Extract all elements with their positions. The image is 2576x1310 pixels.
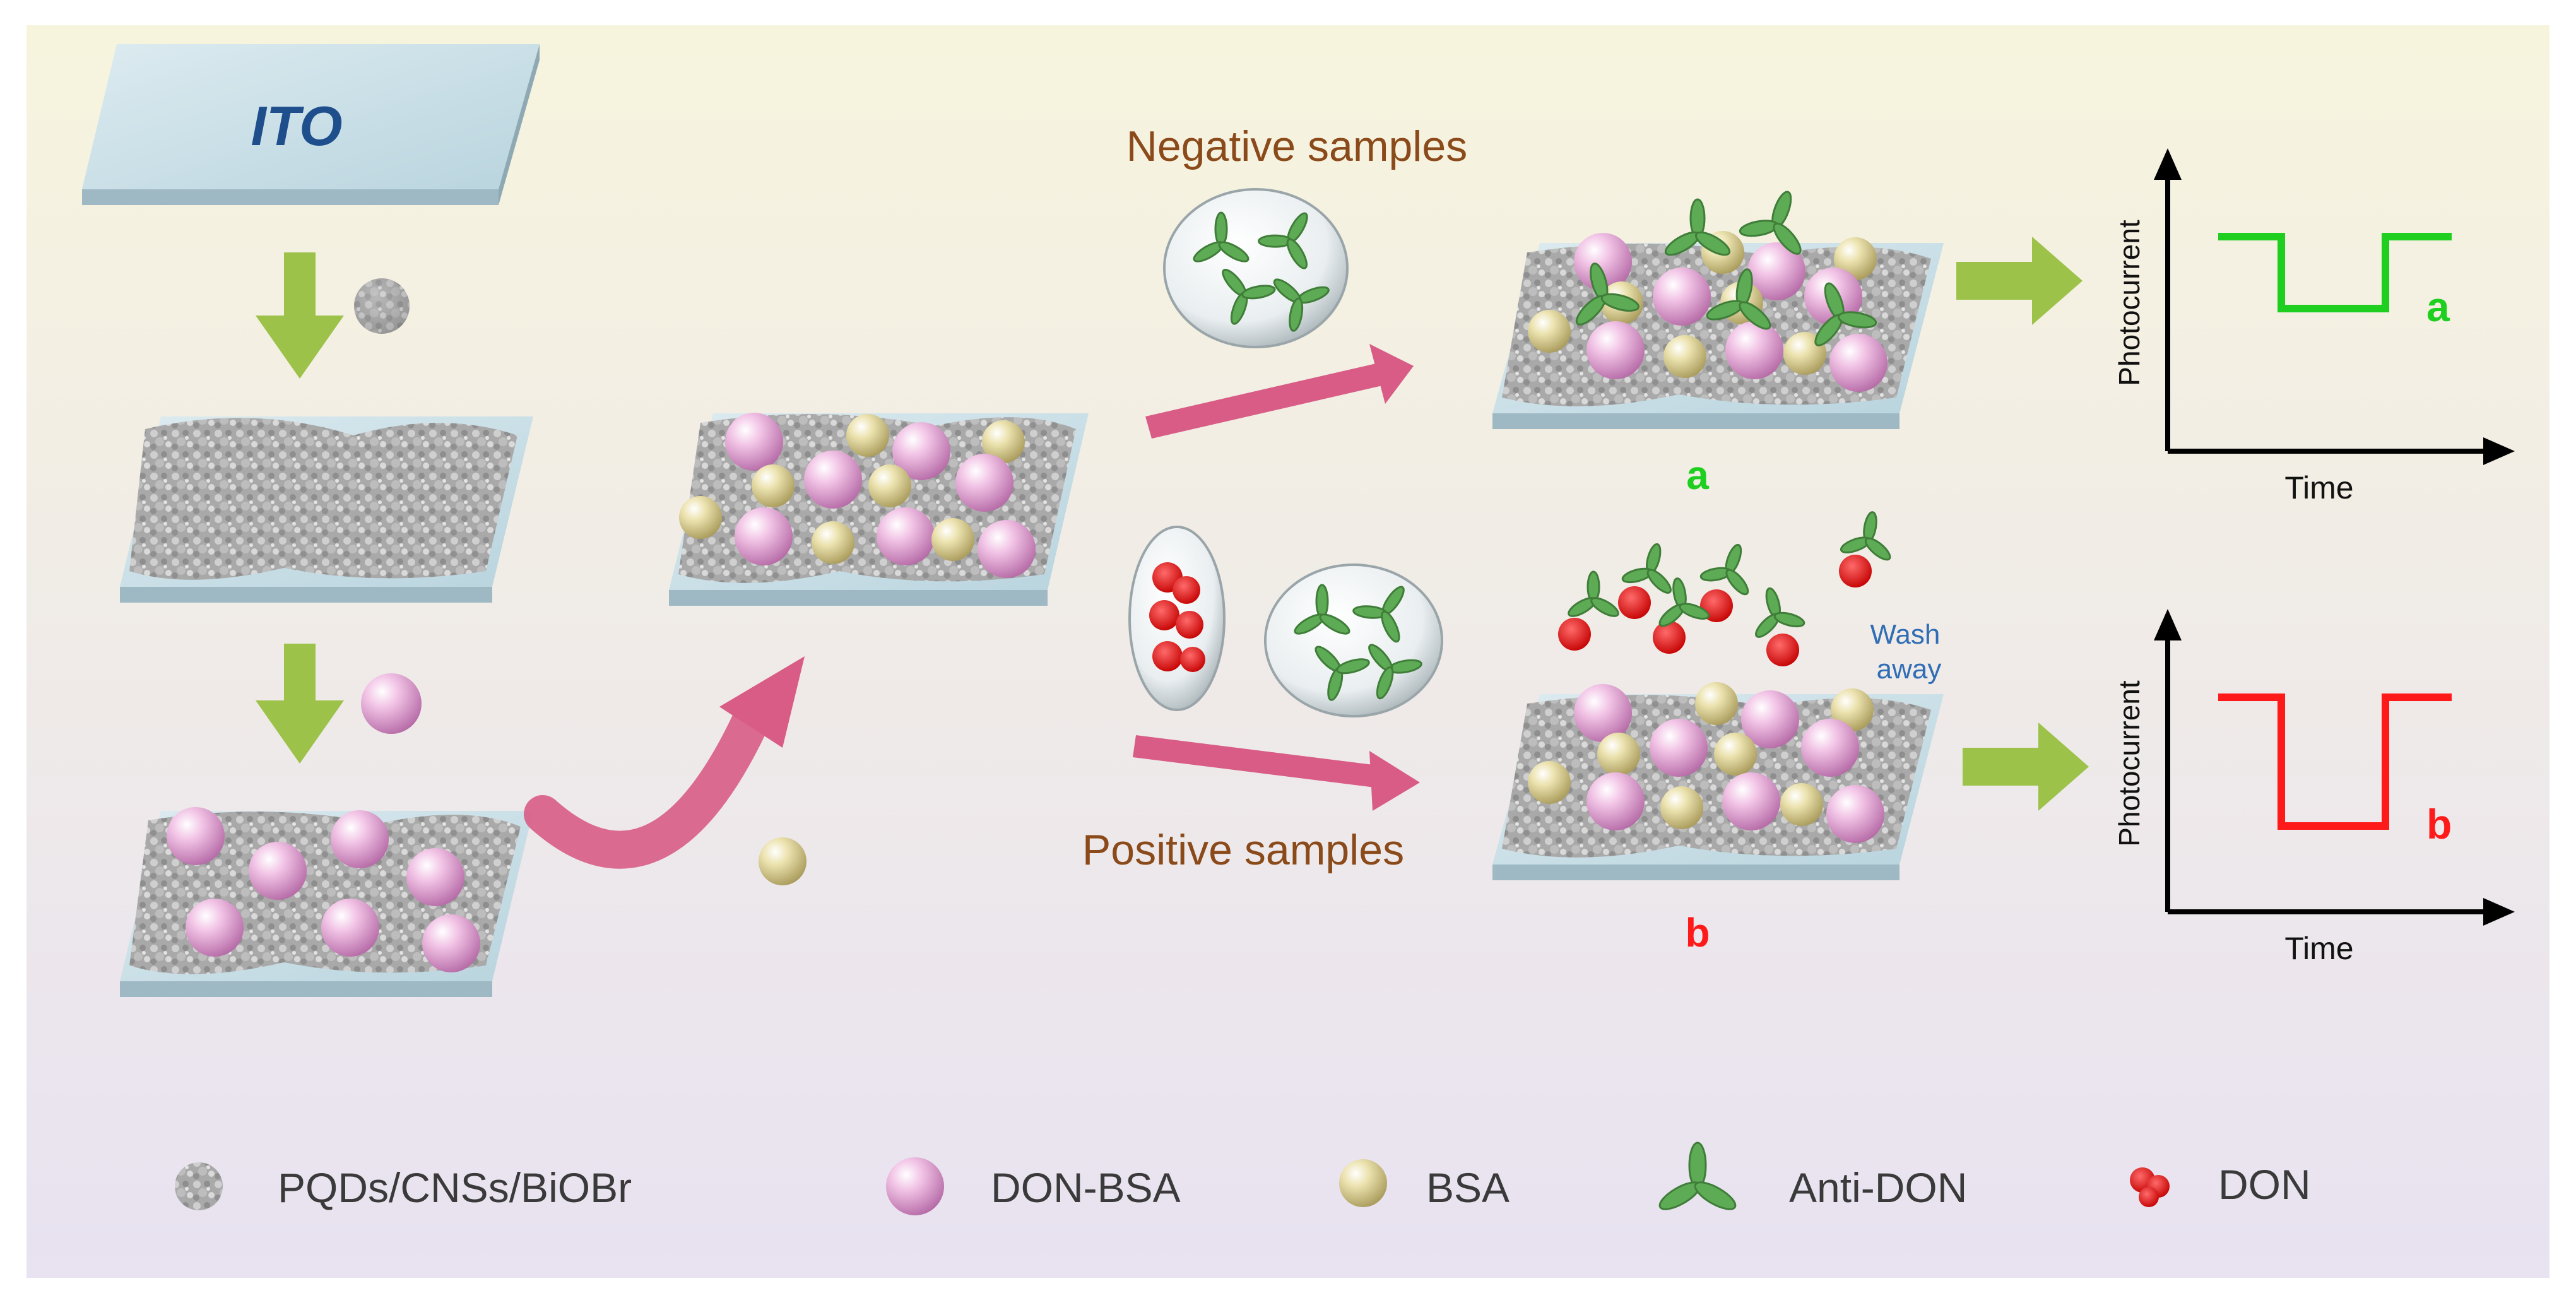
graph-tag-label: a (2426, 283, 2450, 330)
graph-arrow-b (1963, 723, 2089, 811)
legend-item-don: DON (2130, 1161, 2311, 1208)
negative-path-arrow (1145, 344, 1414, 439)
photocurrent-trace (2218, 233, 2452, 312)
positive-path-arrow (1133, 735, 1420, 811)
don-bsa-sphere-icon (361, 673, 422, 734)
legend-label-pqds: PQDs/CNSs/BiOBr (278, 1164, 632, 1211)
pqds-cluster-icon (175, 1162, 223, 1210)
electrode-a-plate (1492, 191, 1944, 429)
legend-label-don-bsa: DON-BSA (991, 1164, 1181, 1211)
bsa-sphere-icon (1339, 1159, 1387, 1207)
x-axis-label: Time (2284, 470, 2353, 505)
pqds-cluster-icon (354, 278, 410, 334)
electrode-a-label: a (1686, 452, 1709, 498)
x-axis-label: Time (2284, 931, 2353, 966)
legend-label-bsa: BSA (1426, 1164, 1510, 1211)
process-arrow-1 (256, 252, 344, 379)
bsa-sphere-icon (759, 837, 806, 885)
wash-away-label: Wash away (1870, 619, 1947, 685)
legend-label-anti-don: Anti-DON (1789, 1164, 1967, 1211)
curved-transfer-arrow (524, 656, 805, 869)
pqds-coated-plate (120, 416, 533, 603)
legend-item-bsa: BSA (1339, 1159, 1510, 1211)
don-icon (2130, 1167, 2170, 1207)
graph-tag-label: b (2426, 801, 2452, 847)
y-axis-arrowhead (2154, 609, 2182, 640)
ito-label: ITO (251, 95, 342, 157)
don-bsa-sphere-icon (886, 1157, 944, 1215)
negative-samples-label: Negative samples (1126, 122, 1467, 170)
negative-sample-bubble (1163, 188, 1349, 348)
photocurrent-trace (2218, 693, 2452, 830)
y-axis-label: Photocurrent (2113, 680, 2146, 847)
legend: PQDs/CNSs/BiOBr DON-BSA BSA Anti-DON DON (175, 1142, 2311, 1215)
legend-item-don-bsa: DON-BSA (886, 1157, 1181, 1215)
legend-item-pqds: PQDs/CNSs/BiOBr (175, 1162, 632, 1211)
process-arrow-2 (256, 644, 344, 764)
legend-label-don: DON (2218, 1161, 2311, 1208)
x-axis-arrowhead (2483, 898, 2515, 926)
don-bsa-modified-plate (120, 807, 533, 997)
ito-plate: ITO (82, 44, 540, 205)
blocked-electrode-plate (669, 413, 1089, 606)
don-sample-bubble (1128, 526, 1226, 711)
positive-samples-label: Positive samples (1082, 826, 1404, 874)
unbound-antibody-don-complexes (1558, 511, 1891, 666)
electrode-b-plate (1492, 682, 1944, 880)
y-axis-label: Photocurrent (2113, 220, 2146, 386)
x-axis-arrowhead (2483, 437, 2515, 465)
electrode-b-label: b (1685, 910, 1710, 955)
graph-arrow-a (1956, 237, 2083, 325)
antibody-icon (1658, 1142, 1737, 1210)
antibody-sample-bubble (1264, 564, 1443, 717)
legend-item-anti-don: Anti-DON (1658, 1142, 1967, 1211)
y-axis-arrowhead (2154, 148, 2182, 180)
